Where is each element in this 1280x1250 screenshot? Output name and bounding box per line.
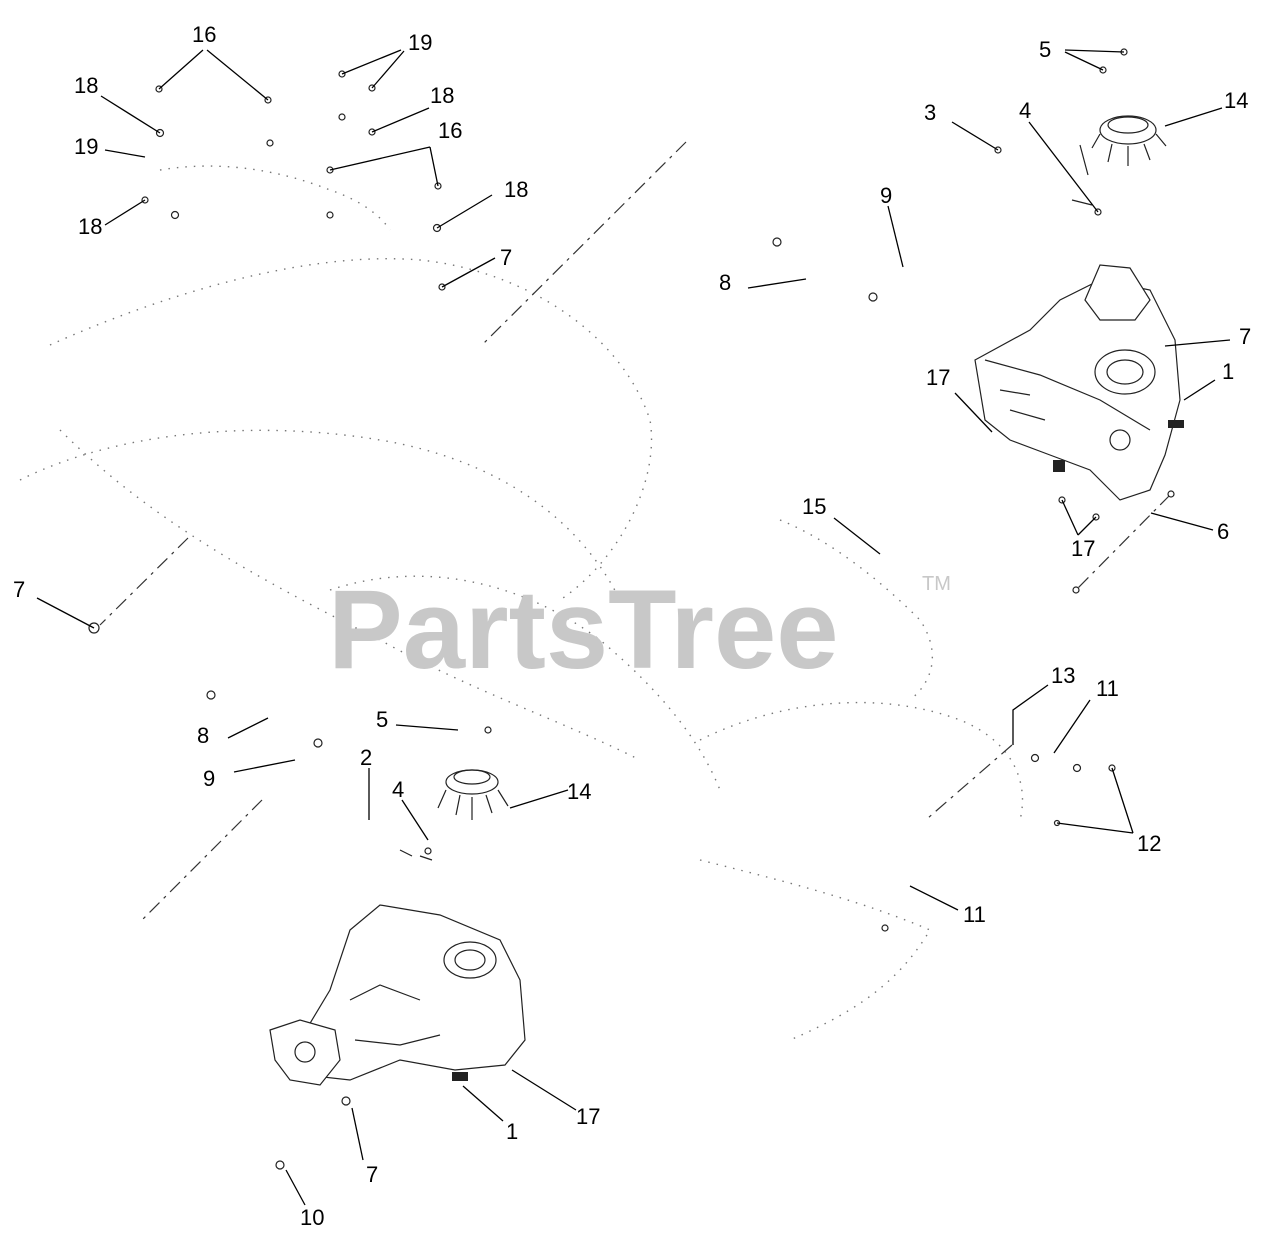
callout-19: 19 — [74, 134, 98, 159]
callout-18: 18 — [74, 73, 98, 98]
callout-9: 9 — [203, 766, 215, 791]
callout-11: 11 — [1096, 676, 1119, 701]
callout-7: 7 — [13, 577, 25, 602]
callout-8: 8 — [197, 723, 209, 748]
callout-17: 17 — [576, 1104, 600, 1129]
callout-16: 16 — [192, 22, 216, 47]
callout-1: 1 — [1222, 359, 1234, 384]
callout-3: 3 — [924, 100, 936, 125]
callout-7: 7 — [366, 1162, 378, 1187]
callout-labels: 16 19 18 19 18 18 18 16 18 7 5 14 3 4 9 … — [13, 22, 1251, 1230]
trademark-mark: TM — [922, 573, 951, 595]
callout-14: 14 — [1224, 88, 1248, 113]
callout-8: 8 — [719, 270, 731, 295]
lower-fan-part — [399, 769, 509, 861]
callout-4: 4 — [1019, 98, 1031, 123]
parts-tree-watermark: PartsTree — [328, 567, 839, 692]
callout-1: 1 — [506, 1119, 518, 1144]
callout-13: 13 — [1051, 663, 1075, 688]
dotted-outline-group — [19, 165, 1024, 1041]
callout-9: 9 — [880, 183, 892, 208]
lower-transaxle-part — [269, 904, 526, 1086]
callout-16: 16 — [438, 118, 462, 143]
callout-10: 10 — [300, 1205, 324, 1230]
center-line-group — [99, 141, 1171, 921]
callout-18: 18 — [504, 177, 528, 202]
callout-15: 15 — [802, 494, 826, 519]
leader-lines — [36, 49, 1231, 1206]
callout-7: 7 — [500, 245, 512, 270]
callout-17: 17 — [926, 365, 950, 390]
callout-2: 2 — [360, 745, 372, 770]
callout-5: 5 — [376, 707, 388, 732]
callout-18: 18 — [78, 214, 102, 239]
callout-6: 6 — [1217, 519, 1229, 544]
callout-14: 14 — [567, 779, 591, 804]
callout-7: 7 — [1239, 324, 1251, 349]
upper-transaxle-part — [974, 264, 1184, 501]
callout-18: 18 — [430, 83, 454, 108]
callout-19: 19 — [408, 30, 432, 55]
callout-4: 4 — [392, 777, 404, 802]
callout-17: 17 — [1071, 536, 1095, 561]
callout-12: 12 — [1137, 831, 1161, 856]
callout-5: 5 — [1039, 37, 1051, 62]
upper-fan-part — [1071, 115, 1167, 206]
callout-11: 11 — [963, 902, 986, 927]
